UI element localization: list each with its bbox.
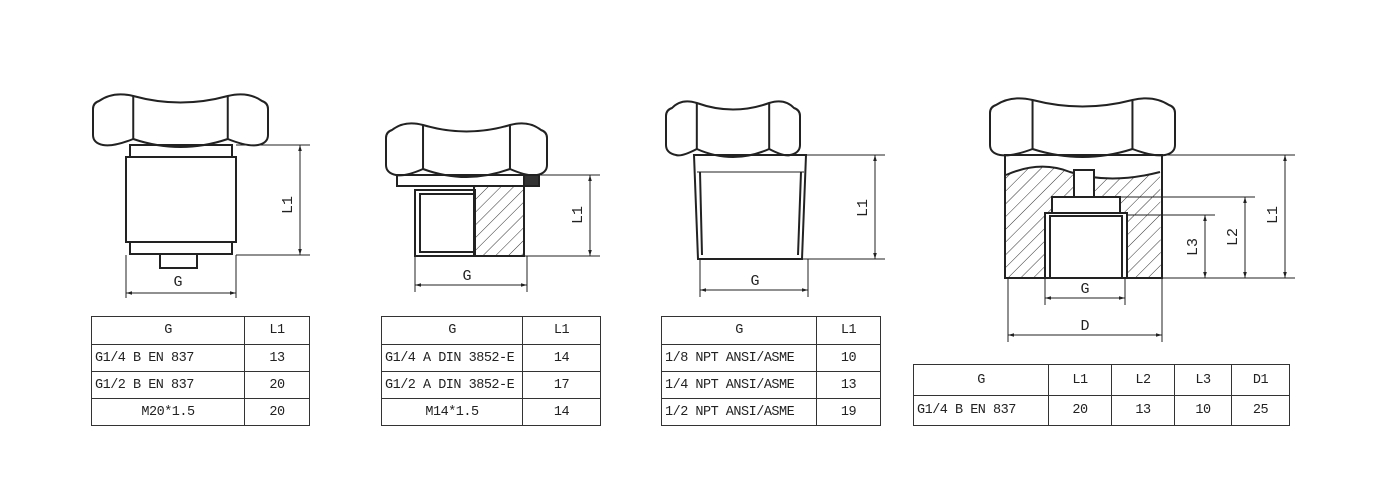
cell-g: G1/2 A DIN 3852-E	[381, 371, 523, 399]
hex-face-edge	[1031, 100, 1134, 149]
cell-g: 1/8 NPT ANSI/ASME	[661, 344, 817, 372]
hex-head	[385, 122, 548, 178]
cell-g: G1/4 B EN 837	[91, 344, 245, 372]
break-line	[1005, 165, 1161, 180]
dim-label-l1: L1	[280, 196, 297, 214]
cell-g: 1/4 NPT ANSI/ASME	[661, 371, 817, 399]
dim-label-g: G	[750, 273, 759, 290]
dim-label-g: G	[173, 274, 182, 291]
cell-g: M14*1.5	[381, 398, 523, 426]
header-g: G	[381, 316, 523, 345]
section-hatch	[473, 185, 525, 257]
header-g: G	[91, 316, 245, 345]
cell-l1: 14	[522, 398, 601, 426]
thread-root-line	[699, 171, 802, 256]
header-l2: L2	[1111, 364, 1175, 396]
cell-l1: 19	[816, 398, 881, 426]
hex-face-edge	[422, 125, 511, 169]
dim-label-l2: L2	[1225, 228, 1242, 246]
cell-l1: 20	[244, 371, 310, 399]
dim-label-g: G	[1080, 281, 1089, 298]
cell-g: M20*1.5	[91, 398, 245, 426]
thread-end	[129, 241, 233, 255]
dim-label-d: D	[1080, 318, 1089, 335]
header-l1: L1	[816, 316, 881, 345]
cell-l1: 13	[816, 371, 881, 399]
header-l1: L1	[522, 316, 601, 345]
cell-l1: 14	[522, 344, 601, 372]
hex-head	[92, 93, 269, 148]
tapered-thread-body	[692, 154, 808, 260]
dim-label-l1: L1	[570, 206, 587, 224]
hex-face-edge	[132, 96, 229, 139]
header-l1: L1	[1048, 364, 1112, 396]
pin	[159, 253, 198, 269]
seal-ring	[523, 174, 540, 187]
header-g: G	[661, 316, 817, 345]
bore-root	[1049, 215, 1123, 279]
cell-d1: 25	[1231, 395, 1290, 426]
cell-l1: 17	[522, 371, 601, 399]
header-l3: L3	[1174, 364, 1232, 396]
dim-label-l1: L1	[1265, 206, 1282, 224]
header-g: G	[913, 364, 1049, 396]
vent-hole	[1073, 169, 1095, 199]
hex-face-edge	[695, 103, 771, 149]
cell-g: G1/4 B EN 837	[913, 395, 1049, 426]
cell-l1: 10	[816, 344, 881, 372]
cell-l2: 13	[1111, 395, 1175, 426]
cell-l1: 20	[1048, 395, 1112, 426]
cell-g: 1/2 NPT ANSI/ASME	[661, 398, 817, 426]
dim-label-l3: L3	[1185, 238, 1202, 256]
thread-root	[419, 193, 476, 253]
cell-l1: 20	[244, 398, 310, 426]
cell-g: G1/4 A DIN 3852-E	[381, 344, 523, 372]
thread-body	[125, 156, 237, 243]
hex-head	[665, 100, 801, 158]
cell-l3: 10	[1174, 395, 1232, 426]
cell-g: G1/2 B EN 837	[91, 371, 245, 399]
hex-head	[989, 97, 1176, 158]
dim-label-l1: L1	[855, 199, 872, 217]
cell-l1: 13	[244, 344, 310, 372]
dim-label-g: G	[462, 268, 471, 285]
header-d1: D1	[1231, 364, 1290, 396]
thread-body	[414, 189, 476, 257]
header-l1: L1	[244, 316, 310, 345]
